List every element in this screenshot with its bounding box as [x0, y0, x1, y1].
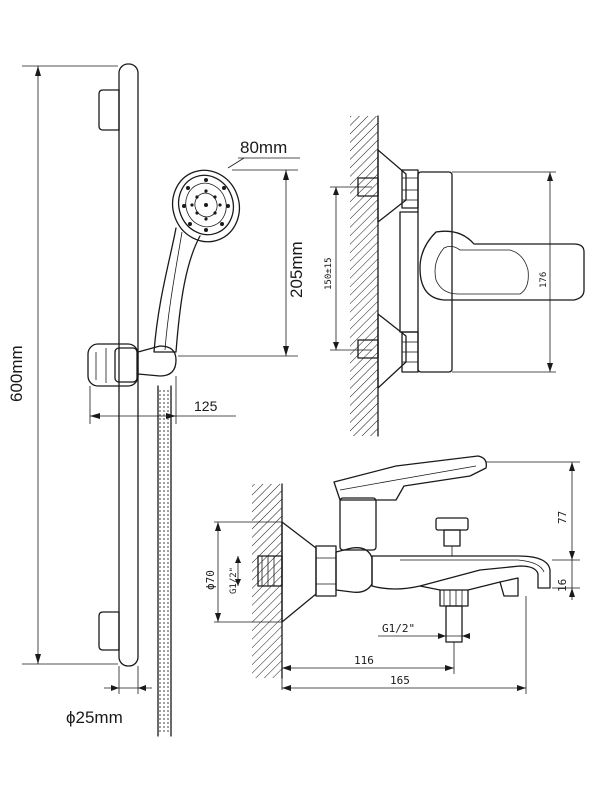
spout-height-dimension [552, 560, 580, 600]
slide-rail [98, 63, 139, 667]
height-label: 600mm [7, 345, 26, 402]
outlet-thread-dimension [378, 633, 470, 639]
flange-dimension [214, 521, 282, 623]
slider-holder [87, 343, 177, 387]
body-height-dimension [452, 171, 556, 373]
head-height-label: 205mm [287, 241, 306, 298]
body-height-label: 176 [539, 272, 549, 288]
outlet-distance-dimension [281, 622, 455, 690]
head-height-dimension [178, 169, 298, 357]
outlet-thread-label: G1/2" [382, 622, 415, 635]
spout-height-label: 16 [556, 579, 569, 592]
lever-height-label: 77 [556, 511, 569, 524]
slider-reach-dimension [89, 376, 236, 424]
hand-shower [153, 169, 241, 353]
center-distance-label: 150±15 [324, 257, 334, 290]
mixer-side-view: ϕ70 G1/2" G1/2" 77 16 [204, 455, 580, 694]
spout-length-dimension [282, 596, 527, 694]
rail-diameter-label: ϕ25mm [66, 708, 123, 727]
center-distance-dimension [330, 186, 372, 351]
height-dimension [22, 65, 118, 665]
slider-reach-label: 125 [194, 398, 218, 414]
head-diameter-label: 80mm [240, 138, 287, 157]
inlet-thread-label: G1/2" [229, 567, 239, 594]
lever-height-dimension [486, 461, 580, 561]
shower-hose [157, 385, 172, 737]
spout-length-label: 165 [390, 674, 410, 687]
rail-diameter-dimension [104, 666, 152, 694]
flange-diameter-label: ϕ70 [204, 570, 217, 590]
shower-rail-set: 600mm [7, 63, 306, 737]
outlet-distance-label: 116 [354, 654, 374, 667]
mixer-top-view: 150±15 176 [324, 115, 585, 437]
head-diameter-dimension [227, 157, 300, 169]
